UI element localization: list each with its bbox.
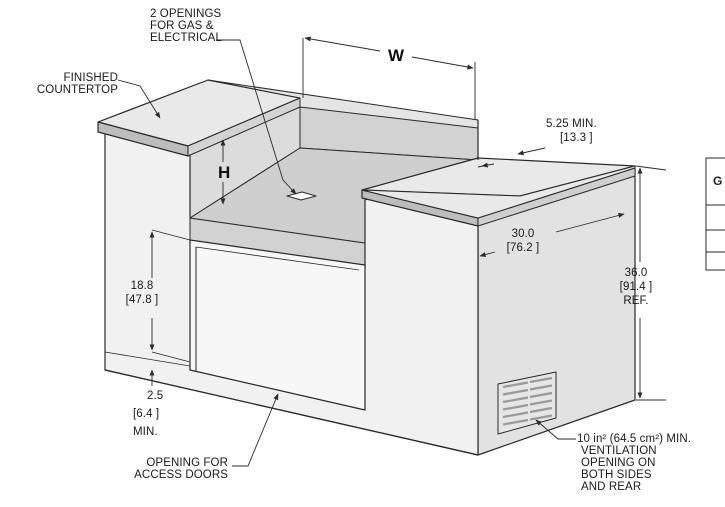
partial-table (705, 157, 725, 271)
finished-countertop-label: FINISHED COUNTERTOP (36, 72, 118, 96)
width-dimension-label: W (388, 46, 405, 65)
ventilation-label: 10 in² (64.5 cm²) MIN. VENTILATION OPENI… (577, 433, 692, 493)
right-countertop-face (361, 165, 636, 219)
vent-slot (502, 381, 529, 389)
door-opening-height-label: 18.8 [47.8 ] (125, 280, 159, 306)
vent-slot (502, 411, 529, 419)
min-clearance-label: 5.25 MIN. [13.3 ] (546, 118, 597, 144)
door-height-bottom-ref (151, 351, 191, 363)
overall-height-top-ext (635, 165, 667, 171)
depth-arrow-right (555, 213, 625, 233)
countertop-leader (117, 79, 161, 119)
vent-slot (502, 418, 529, 426)
vent-slot (529, 414, 553, 421)
depth-arrow-left (479, 251, 496, 257)
gas-electrical-openings-label: 2 OPENINGS FOR GAS & ELECTRICAL (150, 8, 222, 44)
min-clearance-arrow-inner (481, 162, 495, 168)
ventilation-leader (535, 419, 576, 440)
vent-slot (502, 388, 529, 396)
vent-slot (529, 399, 553, 406)
vent-slot (529, 376, 553, 384)
access-doors-leader (232, 393, 279, 467)
access-door-opening (189, 239, 366, 411)
access-doors-label: OPENING FOR ACCESS DOORS (134, 457, 228, 481)
partial-table-header: G (713, 174, 723, 188)
width-arrow-right (411, 56, 474, 70)
gas-opening (286, 191, 317, 201)
vent-slot (529, 406, 553, 414)
door-height-top-ref (151, 229, 191, 241)
vent-slot (502, 396, 529, 404)
overall-height-label: 36.0 [91.4 ] REF. (619, 267, 653, 307)
width-arrow-left (304, 36, 381, 52)
vent-slot (529, 384, 553, 391)
vent-slot (529, 391, 553, 399)
depth-dimension-label: 30.0 [76.2 ] (506, 228, 540, 254)
base-clearance-label: 2.5 [6.4 ] MIN. (133, 390, 164, 438)
base-upper-ref (104, 351, 191, 367)
door-opening-inner-top (195, 246, 360, 271)
base-line (104, 369, 479, 456)
min-clearance-arrow (517, 147, 546, 156)
gas-opening-leader (216, 39, 297, 195)
height-dimension-label: H (218, 163, 231, 182)
vent-slot (502, 403, 529, 411)
